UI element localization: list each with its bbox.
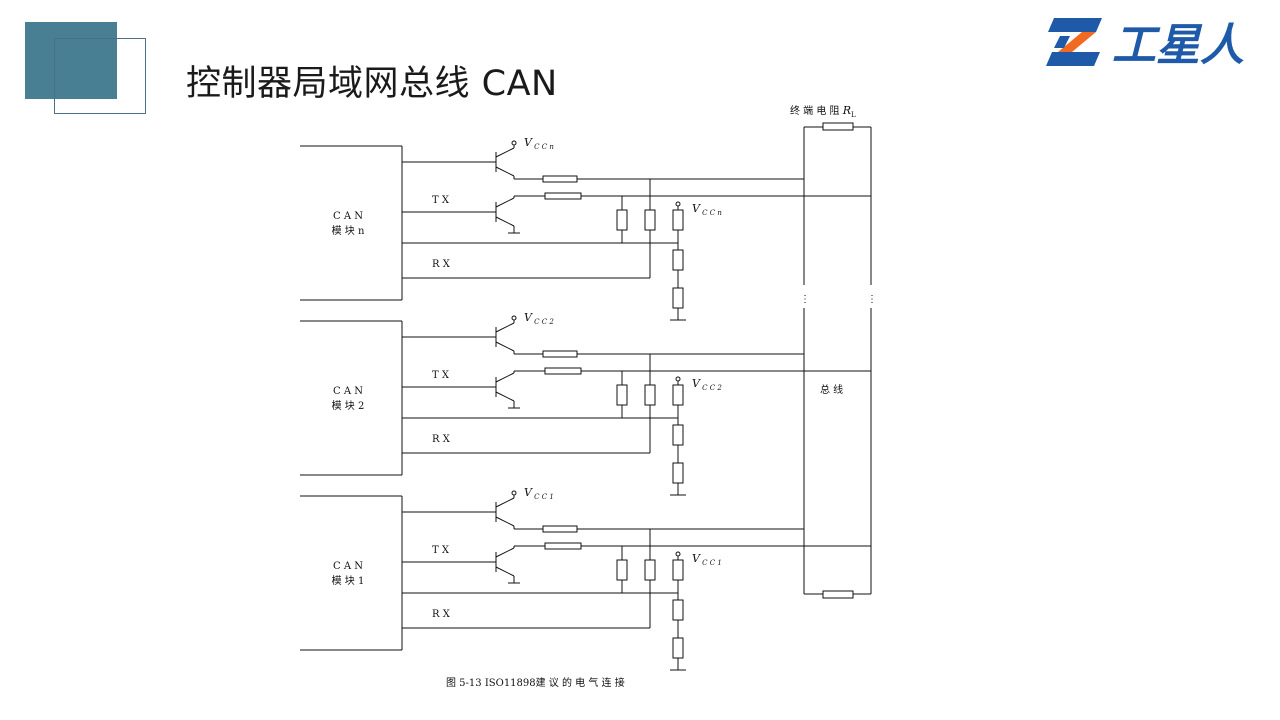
- bias-resistor: [616, 384, 628, 406]
- bus-label: 总 线: [820, 383, 843, 396]
- rx-label-box: [421, 605, 475, 621]
- tx-label-box: [421, 541, 475, 557]
- module-sub: 模 块 2: [332, 400, 365, 412]
- vcc-label-upper: V C C 2: [524, 311, 554, 326]
- bus-ellipsis-right: ⋮: [867, 294, 877, 305]
- termination-resistor-top: [822, 122, 854, 131]
- vcc-sub: C C 1: [532, 493, 554, 501]
- tx-label: T X: [432, 370, 450, 381]
- rx-label-box: [421, 255, 475, 271]
- module-name: C A N: [333, 211, 363, 222]
- bus-label-box: [812, 380, 864, 398]
- transistor-upper-collector: [495, 341, 515, 352]
- vcc-terminal: [511, 315, 517, 321]
- caption-box: [430, 674, 737, 691]
- terminal-label-box: [782, 102, 886, 120]
- series-resistor-low: [544, 192, 582, 200]
- divider-resistor: [672, 287, 684, 309]
- bias-resistor: [616, 209, 628, 231]
- vcc-label-upper: V C C 1: [524, 486, 554, 501]
- vcc-terminal: [675, 551, 681, 557]
- transistor-lower-emitter: [495, 216, 515, 227]
- logo-text: 工星人: [1112, 20, 1244, 68]
- divider-resistor: [672, 384, 684, 406]
- divider-resistor: [672, 249, 684, 271]
- module-label-box: [315, 369, 382, 427]
- transistor-upper-collector: [495, 516, 515, 527]
- vcc-sub: C C n: [700, 209, 722, 217]
- divider-resistor: [672, 599, 684, 621]
- slide-title: 控制器局域网总线 CAN: [186, 64, 558, 104]
- vcc-label-upper: V C C n: [524, 136, 554, 151]
- brand-logo: 工星人: [1046, 18, 1244, 68]
- divider-resistor: [672, 462, 684, 484]
- rx-label: R X: [432, 259, 451, 270]
- divider-resistor: [672, 637, 684, 659]
- bias-resistor: [616, 559, 628, 581]
- vcc-terminal: [675, 201, 681, 207]
- module-sub: 模 块 1: [332, 575, 365, 587]
- divider-resistor: [672, 424, 684, 446]
- tx-label: T X: [432, 195, 450, 206]
- vcc-sub: C C 1: [700, 559, 722, 567]
- divider-resistor: [672, 209, 684, 231]
- module-name: C A N: [333, 561, 363, 572]
- vcc-label-lower: V C C 2: [692, 377, 722, 392]
- transistor-lower-collector: [495, 372, 515, 383]
- vcc-sub: C C 2: [532, 318, 554, 326]
- vcc-terminal: [511, 490, 517, 496]
- vcc-sub: C C 2: [700, 384, 722, 392]
- rx-label-box: [421, 430, 475, 446]
- transistor-upper-emitter: [495, 147, 515, 158]
- decorative-square-filled: [25, 22, 117, 99]
- bias-resistor: [644, 384, 656, 406]
- tx-label-box: [421, 366, 475, 382]
- terminal-symbol-sub: L: [851, 111, 856, 119]
- rx-label: R X: [432, 434, 451, 445]
- transistor-upper-collector: [495, 166, 515, 177]
- transistor-upper-emitter: [495, 497, 515, 508]
- decorative-square-outline: [54, 38, 146, 114]
- series-resistor-high: [542, 525, 578, 533]
- module-name: C A N: [333, 386, 363, 397]
- transistor-lower-emitter: [495, 566, 515, 577]
- bias-resistor: [644, 209, 656, 231]
- series-resistor-high: [542, 175, 578, 183]
- bias-resistor: [644, 559, 656, 581]
- tx-label: T X: [432, 545, 450, 556]
- terminal-symbol: R: [842, 104, 851, 117]
- transistor-lower-collector: [495, 197, 515, 208]
- vcc-label-lower: V C C n: [692, 202, 722, 217]
- vcc-terminal: [511, 140, 517, 146]
- vcc-sub: C C n: [532, 143, 554, 151]
- series-resistor-high: [542, 350, 578, 358]
- series-resistor-low: [544, 367, 582, 375]
- transistor-lower-emitter: [495, 391, 515, 402]
- vcc-terminal: [675, 376, 681, 382]
- module-sub: 模 块 n: [332, 225, 365, 237]
- module-label-box: [315, 194, 382, 252]
- rx-label: R X: [432, 609, 451, 620]
- tx-label-box: [421, 191, 475, 207]
- module-label-box: [315, 544, 382, 602]
- transistor-lower-collector: [495, 547, 515, 558]
- termination-resistor-bottom: [822, 590, 854, 599]
- logo-mark-icon: [1046, 18, 1102, 66]
- bus-ellipsis-left: ⋮: [800, 294, 810, 305]
- divider-resistor: [672, 559, 684, 581]
- vcc-label-lower: V C C 1: [692, 552, 722, 567]
- terminal-label: 终 端 电 阻 RL: [790, 104, 856, 119]
- series-resistor-low: [544, 542, 582, 550]
- diagram-caption: 图 5-13 ISO11898建 议 的 电 气 连 接: [446, 676, 625, 689]
- transistor-upper-emitter: [495, 322, 515, 333]
